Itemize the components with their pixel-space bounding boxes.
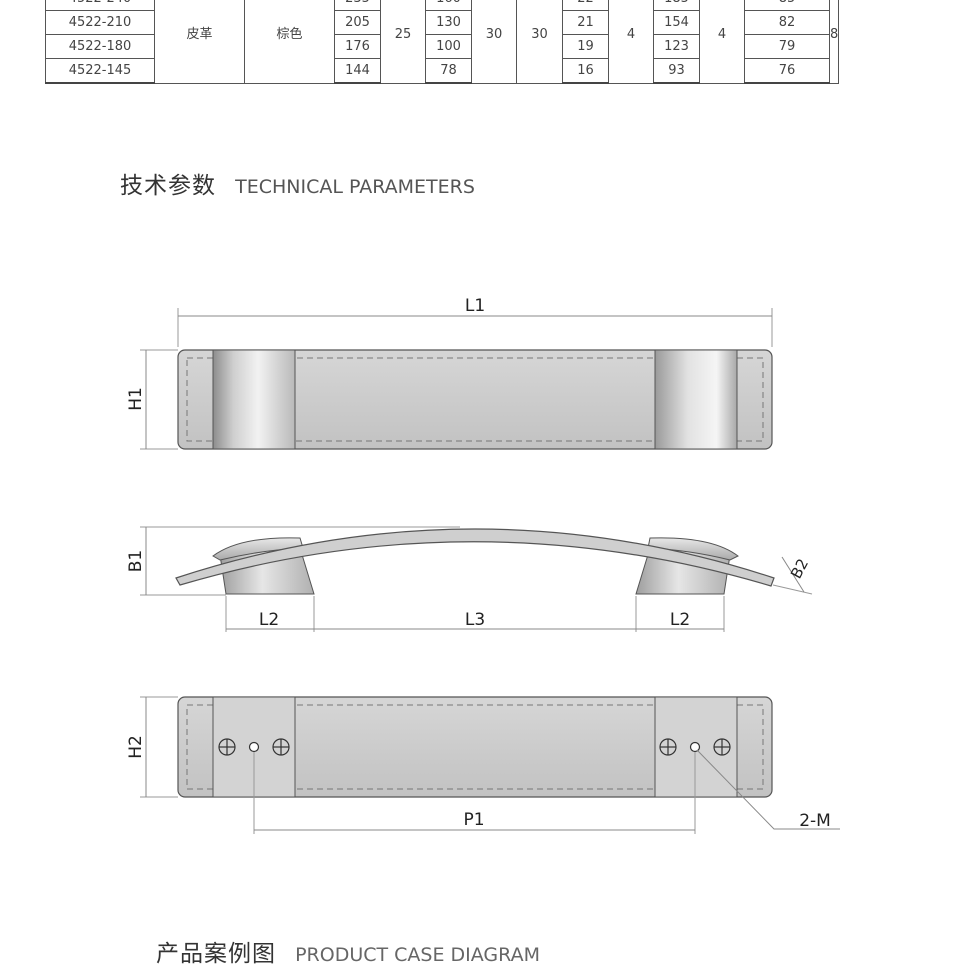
bottom-view: H2 P1: [126, 696, 840, 834]
screw-icon: [272, 738, 290, 756]
screw-icon: [659, 738, 677, 756]
m-leader-line: [696, 749, 840, 830]
value-cell: 16: [562, 58, 609, 84]
merged-cell: 8: [828, 0, 840, 84]
screw-icon: [218, 738, 236, 756]
p1-label: P1: [463, 810, 484, 830]
merged-cell: 30: [471, 0, 517, 84]
l2-left-label: L2: [259, 610, 279, 630]
h1-label: H1: [126, 387, 146, 411]
b2-dimension-line: [781, 556, 805, 593]
value-cell: 144: [334, 58, 381, 84]
value-cell: 93: [653, 58, 700, 84]
merged-cell: 30: [516, 0, 563, 84]
top-view: L1 H1: [126, 296, 773, 450]
l2-right-label: L2: [670, 610, 690, 630]
section-title-en: TECHNICAL PARAMETERS: [235, 176, 475, 198]
next-section-title-cn: 产品案例图: [156, 941, 276, 967]
material-cell: 皮革: [154, 0, 245, 84]
next-section-title-en: PRODUCT CASE DIAGRAM: [295, 944, 540, 966]
l1-label: L1: [465, 296, 485, 316]
merged-cell: 4: [608, 0, 654, 84]
model-cell: 4522-180: [45, 34, 155, 59]
side-view: B1 B2 L2 L3 L2: [126, 526, 812, 632]
value-cell: 100: [425, 34, 472, 59]
b1-label: B1: [126, 550, 146, 572]
mount-hole-left: [248, 741, 260, 753]
strap-body-bottom: [177, 696, 773, 798]
right-end-cap: [654, 349, 738, 450]
section-heading: 技术参数 TECHNICAL PARAMETERS: [120, 166, 475, 200]
value-cell: 21: [562, 10, 609, 35]
technical-drawing: L1 H1 B1 B2 L: [126, 296, 840, 834]
value-cell: 130: [425, 10, 472, 35]
table-row: 4522-145 144 78 16 93 76: [45, 58, 839, 84]
mount-hole-right: [689, 741, 701, 753]
m-label: 2-M: [799, 811, 831, 831]
color-cell: 棕色: [244, 0, 335, 84]
spec-table: 4522-240 皮革 棕色 235 25 160 30 30 22 4 185…: [45, 0, 840, 84]
left-end-cap: [212, 349, 296, 450]
value-cell: 79: [744, 34, 830, 59]
value-cell: 78: [425, 58, 472, 84]
next-section-heading: 产品案例图 PRODUCT CASE DIAGRAM: [156, 934, 540, 968]
screw-icon: [713, 738, 731, 756]
value-cell: 205: [334, 10, 381, 35]
value-cell: 154: [653, 10, 700, 35]
table-row: 4522-180 176 100 19 123 79: [45, 34, 839, 59]
table-row: 4522-210 205 130 21 154 82: [45, 10, 839, 35]
value-cell: 123: [653, 34, 700, 59]
value-cell: 19: [562, 34, 609, 59]
strap-arc: [175, 528, 775, 587]
strap-body: [177, 349, 773, 450]
l3-label: L3: [465, 610, 485, 630]
h2-label: H2: [126, 735, 146, 759]
value-cell: 76: [744, 58, 830, 84]
model-cell: 4522-145: [45, 58, 155, 84]
value-cell: 176: [334, 34, 381, 59]
value-cell: 82: [744, 10, 830, 35]
b2-label: B2: [787, 556, 812, 582]
section-title-cn: 技术参数: [120, 173, 216, 199]
table-row: 4522-240 皮革 棕色 235 25 160 30 30 22 4 185…: [45, 0, 840, 84]
